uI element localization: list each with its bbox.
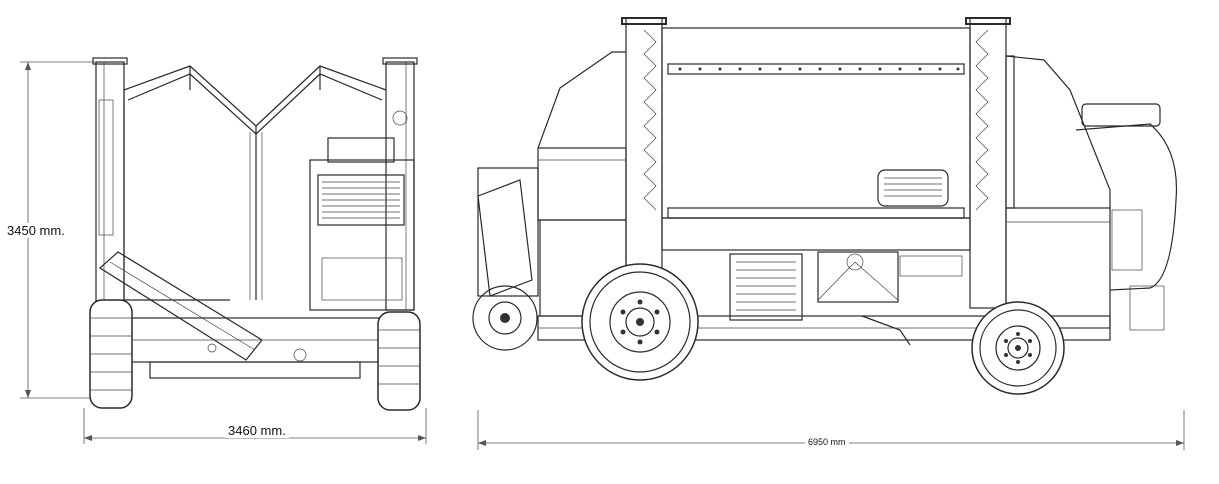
width-dimension-label: 3460 mm. bbox=[225, 423, 289, 438]
length-dimension-label: 6950 mm bbox=[805, 437, 849, 447]
side-vent bbox=[877, 169, 949, 207]
front-view bbox=[20, 57, 427, 444]
bolt-row bbox=[678, 67, 960, 71]
drive-wheel bbox=[581, 263, 699, 381]
width-dimension-line bbox=[83, 408, 427, 444]
front-right-tire bbox=[377, 311, 421, 411]
side-view bbox=[472, 17, 1185, 450]
front-left-tire bbox=[89, 299, 133, 409]
rear-roller bbox=[472, 285, 538, 351]
radiator-grille bbox=[322, 181, 400, 219]
gear-grille bbox=[736, 261, 796, 311]
height-dimension-label: 3450 mm. bbox=[6, 223, 66, 238]
steer-wheel bbox=[971, 301, 1065, 395]
